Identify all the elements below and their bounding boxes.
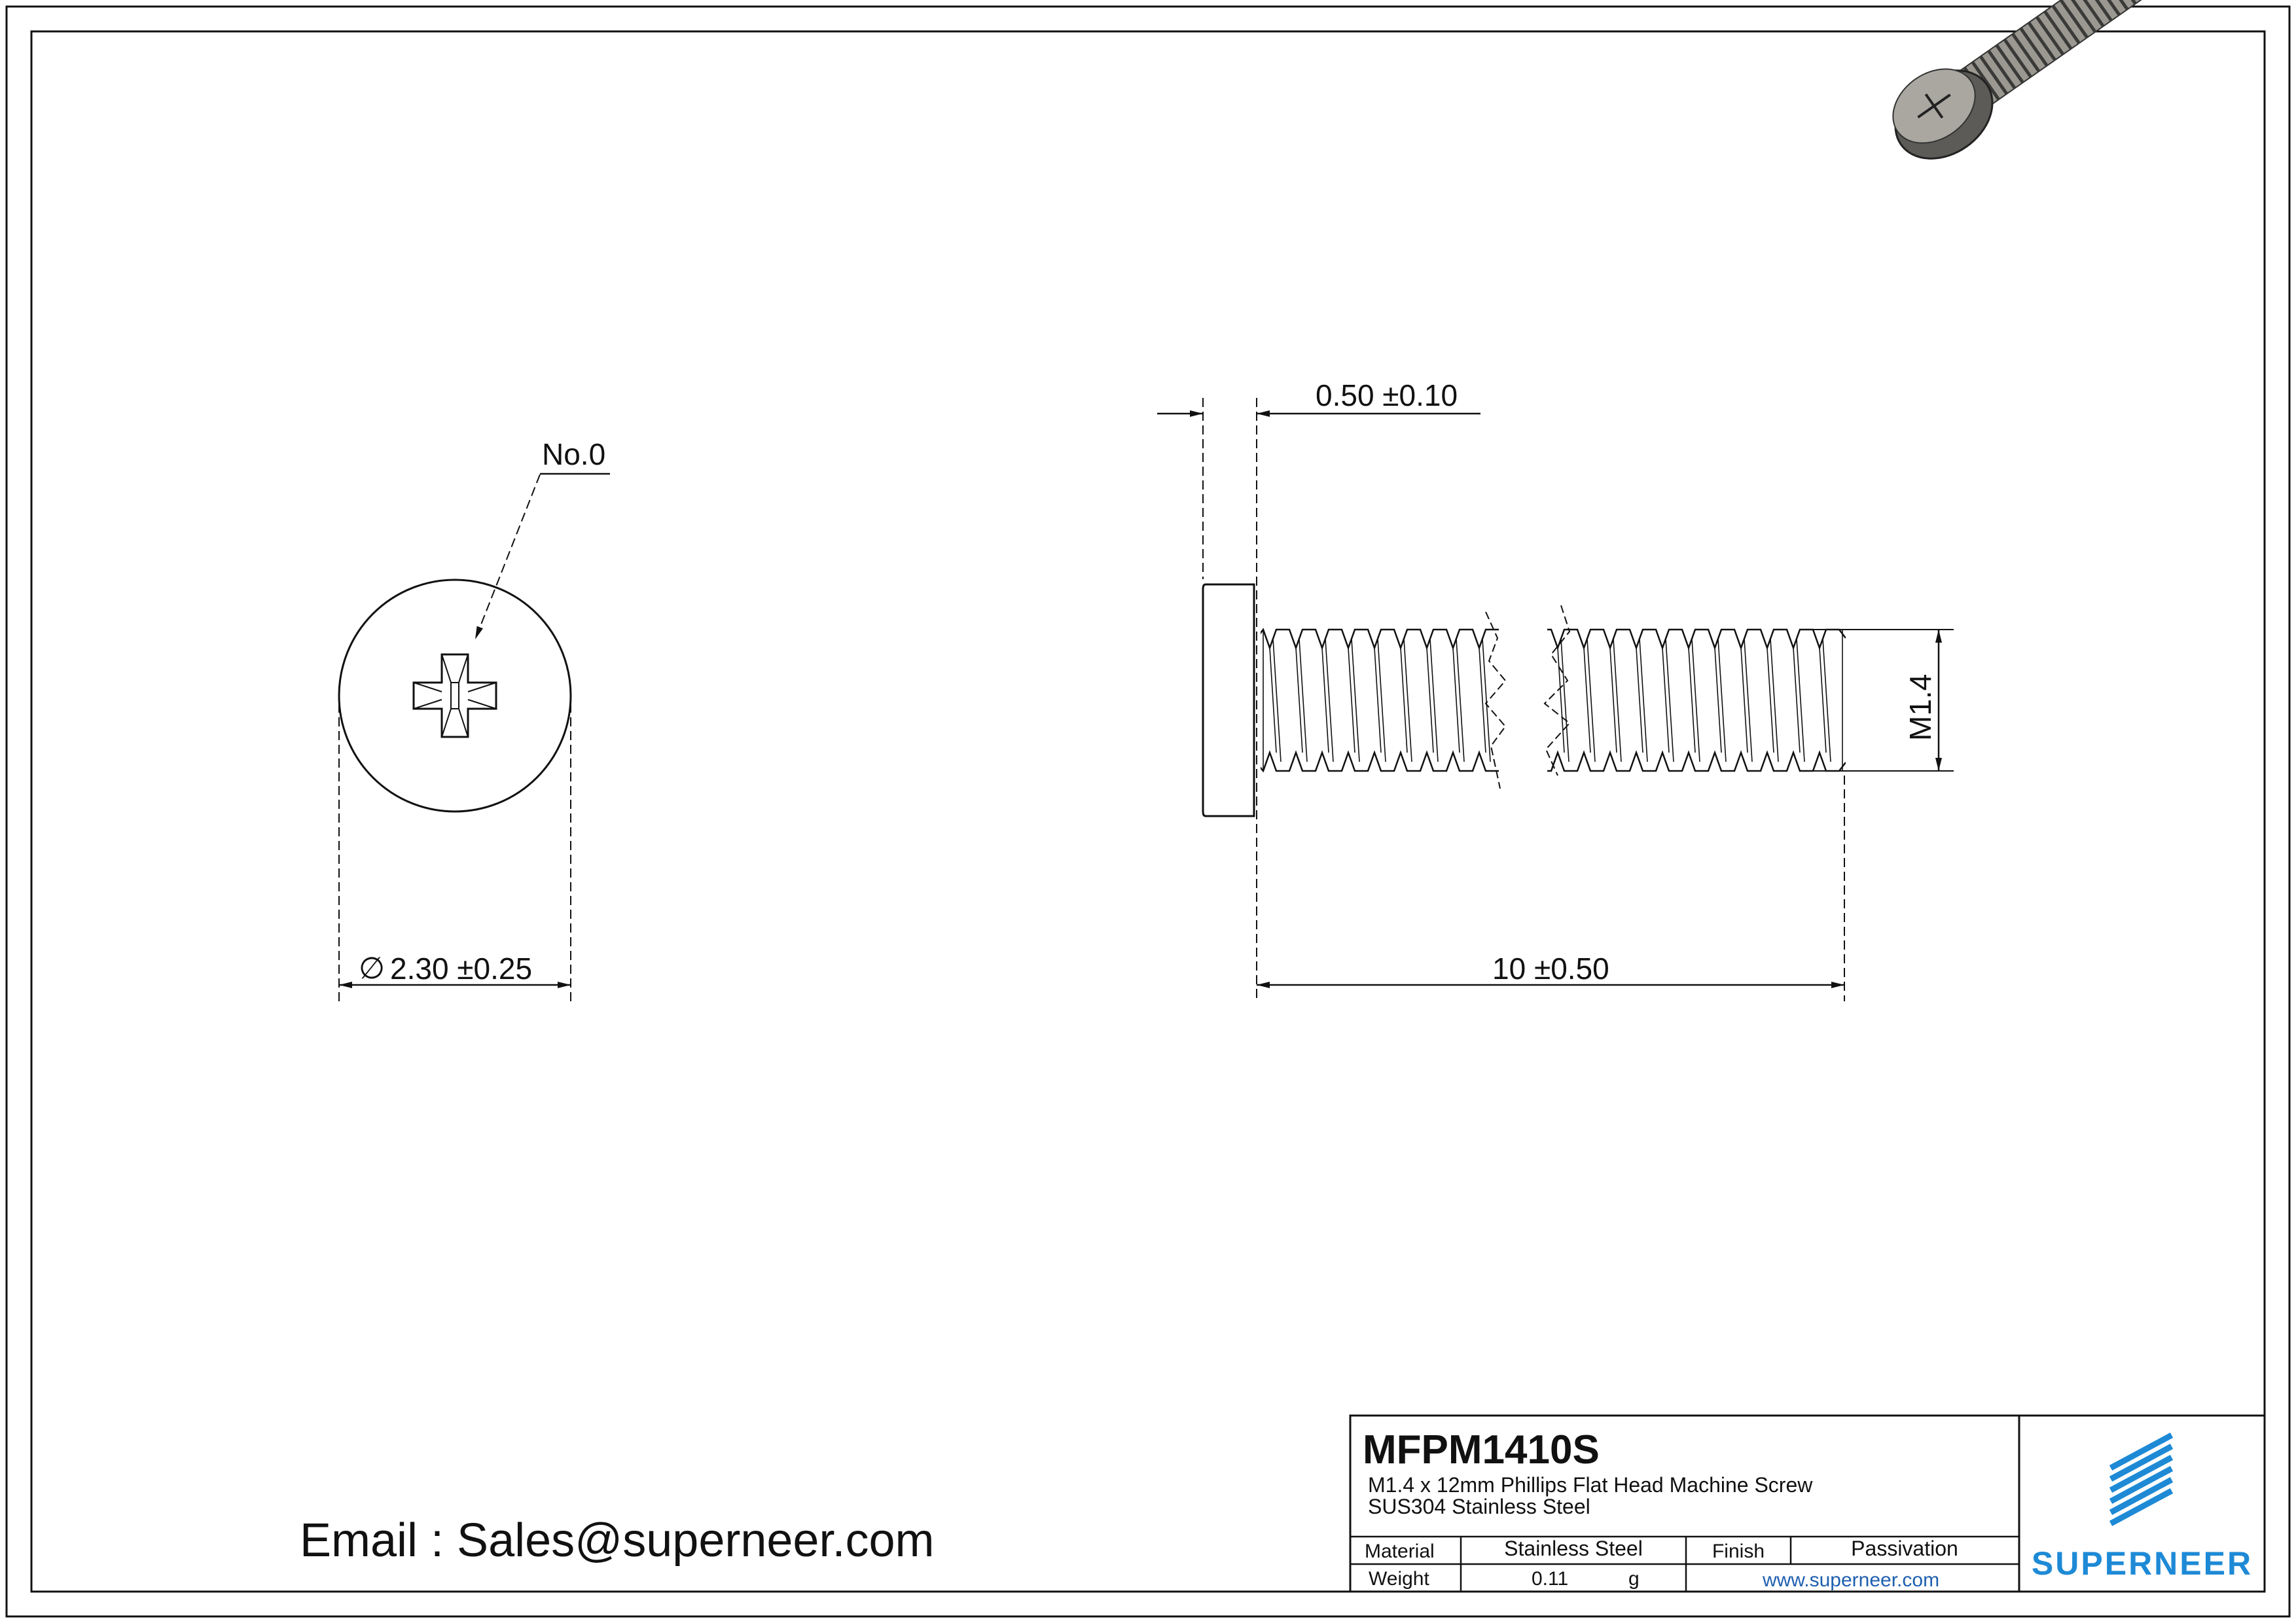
- weight-unit: g: [1628, 1568, 1640, 1590]
- phillips-recess-icon: [412, 653, 497, 738]
- length-label: 10 ±0.50: [1492, 952, 1609, 986]
- description-line-1: M1.4 x 12mm Phillips Flat Head Machine S…: [1368, 1473, 1813, 1497]
- head-height-label: 0.50 ±0.10: [1316, 378, 1458, 412]
- description-line-2: SUS304 Stainless Steel: [1368, 1495, 1590, 1518]
- weight-value: 0.11: [1532, 1568, 1568, 1590]
- thread-section-a: [1261, 628, 1499, 773]
- finish-value: Passivation: [1851, 1537, 1958, 1560]
- thread-section-b: [1547, 628, 1846, 772]
- thread-label: M1.4: [1903, 674, 1937, 741]
- material-label: Material: [1365, 1541, 1435, 1562]
- head-outline: [338, 579, 572, 813]
- finish-label: Finish: [1712, 1541, 1765, 1562]
- top-view: No.0 ∅ 2.30 ±0.25: [338, 437, 610, 1001]
- title-block: MFPM1410S M1.4 x 12mm Phillips Flat Head…: [1349, 1414, 2266, 1593]
- inner-border: [30, 30, 2266, 1593]
- contact-email: Email : Sales@superneer.com: [300, 1514, 935, 1567]
- break-line-left: [1484, 611, 1507, 789]
- outer-border: [5, 5, 2291, 1618]
- material-value: Stainless Steel: [1504, 1537, 1643, 1560]
- break-line-right: [1543, 605, 1571, 776]
- superneer-logo-icon: [2109, 1433, 2174, 1526]
- diameter-symbol: ∅: [359, 951, 385, 985]
- recess-leader: [475, 474, 541, 640]
- part-number: MFPM1410S: [1363, 1427, 1600, 1472]
- head-side-outline: [1202, 583, 1255, 817]
- recess-size-label: No.0: [542, 437, 605, 471]
- weight-label: Weight: [1369, 1568, 1429, 1590]
- website-link[interactable]: www.superneer.com: [1762, 1569, 1939, 1591]
- screw-render-icon: [1892, 0, 2161, 160]
- head-diameter-label: 2.30 ±0.25: [390, 952, 532, 986]
- brand-name: SUPERNEER: [2032, 1545, 2253, 1582]
- side-view: 0.50 ±0.10 10 ±0.50 M1.4: [1157, 378, 1954, 1001]
